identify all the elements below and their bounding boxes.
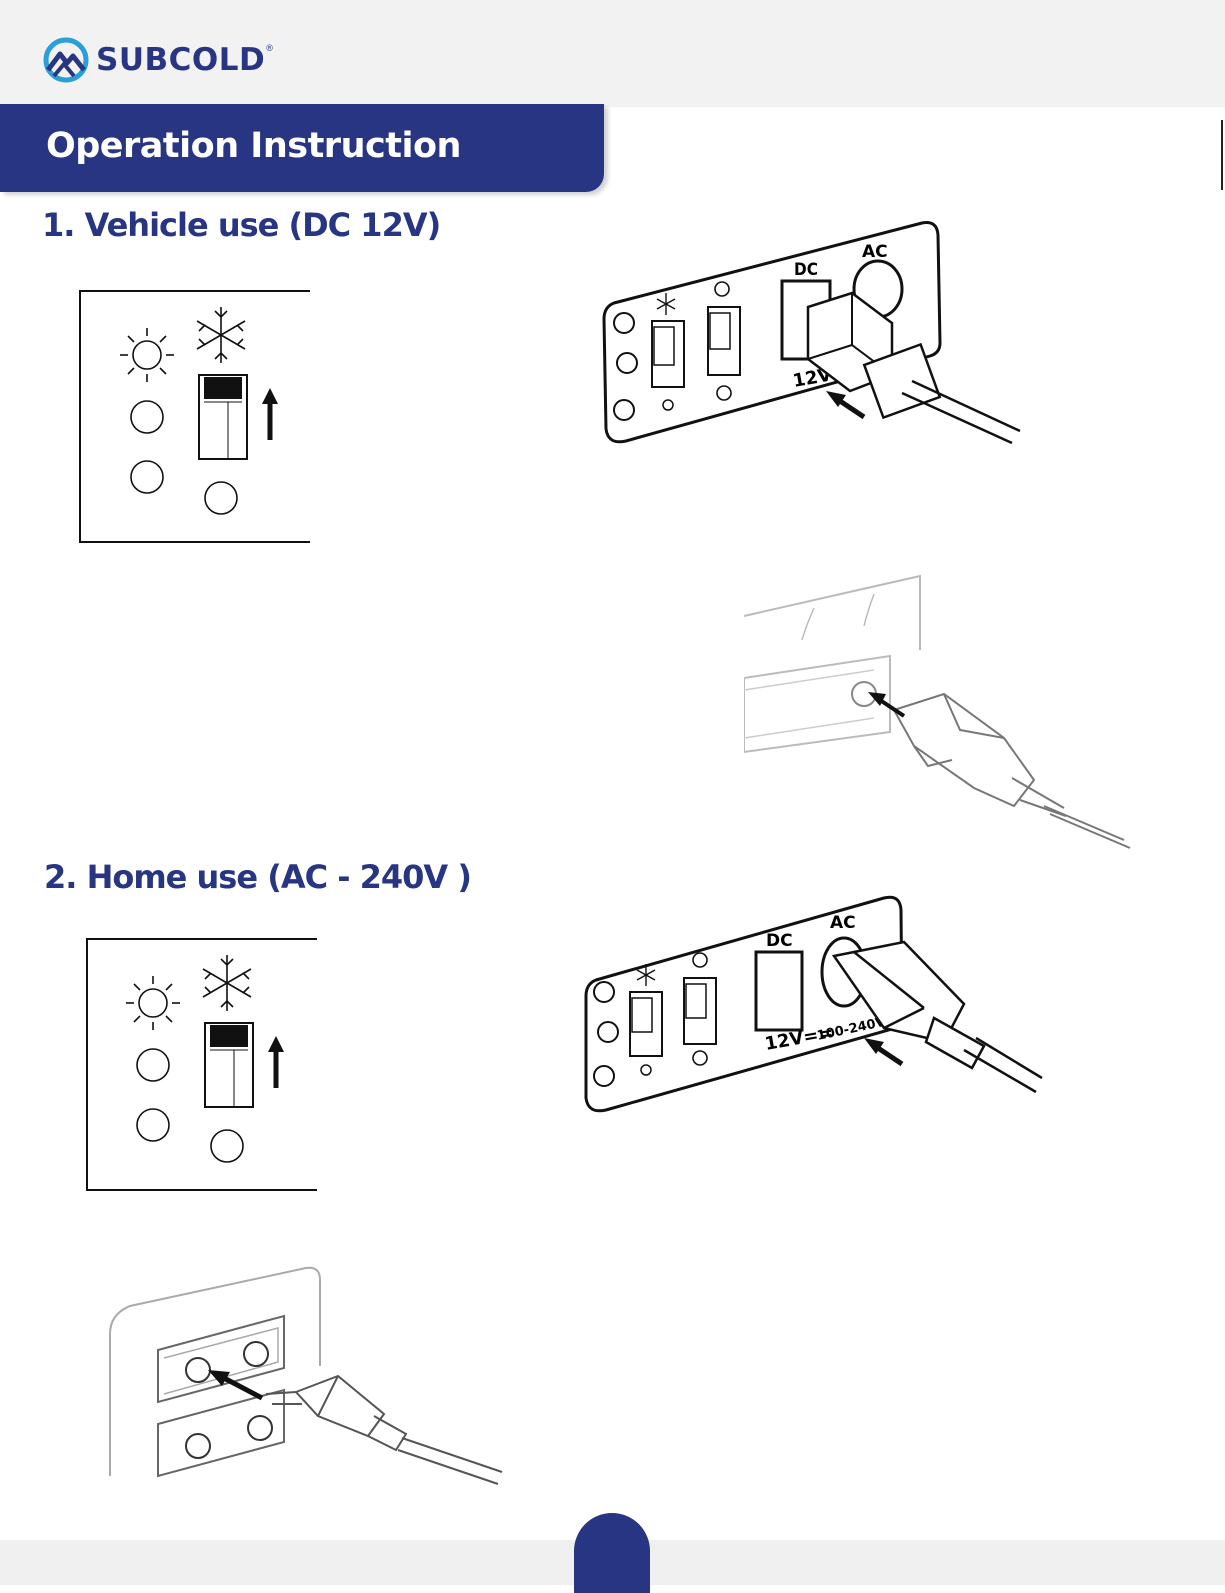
arrow-icon bbox=[826, 391, 864, 417]
ac-label: AC bbox=[862, 242, 888, 262]
snowflake-icon bbox=[197, 307, 245, 363]
dc-label: DC bbox=[766, 931, 793, 951]
car-socket-diagram bbox=[744, 570, 1134, 850]
lighter-plug bbox=[894, 694, 1130, 848]
ac-label: AC bbox=[830, 913, 856, 933]
section-banner: Operation Instruction bbox=[0, 104, 604, 192]
back-panel-ac-diagram: DC AC 12V== 100-240V bbox=[584, 892, 1044, 1122]
brand-logo: SUBCOLD ® bbox=[42, 36, 273, 84]
plug bbox=[266, 1376, 502, 1484]
registered-mark: ® bbox=[266, 43, 273, 53]
sun-icon bbox=[126, 976, 180, 1030]
edge-line bbox=[1221, 120, 1223, 190]
arrow-up-icon bbox=[262, 388, 278, 440]
arrow-icon bbox=[868, 692, 904, 716]
arrow-icon bbox=[864, 1038, 902, 1064]
toggle-switch bbox=[199, 375, 247, 459]
mountain-circle-logo-icon bbox=[42, 36, 90, 84]
snowflake-icon bbox=[203, 955, 251, 1011]
brand-name: SUBCOLD bbox=[96, 42, 265, 78]
dc-label: DC bbox=[794, 260, 818, 280]
switch-diagram-vehicle bbox=[78, 290, 318, 546]
sun-icon bbox=[120, 328, 174, 382]
switch-diagram-home bbox=[85, 938, 325, 1194]
wall-outlet-diagram bbox=[106, 1266, 526, 1506]
section-title-vehicle: 1. Vehicle use (DC 12V) bbox=[42, 206, 440, 244]
section-title-home: 2. Home use (AC - 240V ) bbox=[44, 858, 471, 896]
arrow-up-icon bbox=[268, 1036, 284, 1088]
banner-title: Operation Instruction bbox=[46, 126, 461, 166]
back-panel-dc-diagram: DC AC 12V bbox=[602, 215, 1022, 460]
page-number-tab bbox=[574, 1513, 650, 1593]
